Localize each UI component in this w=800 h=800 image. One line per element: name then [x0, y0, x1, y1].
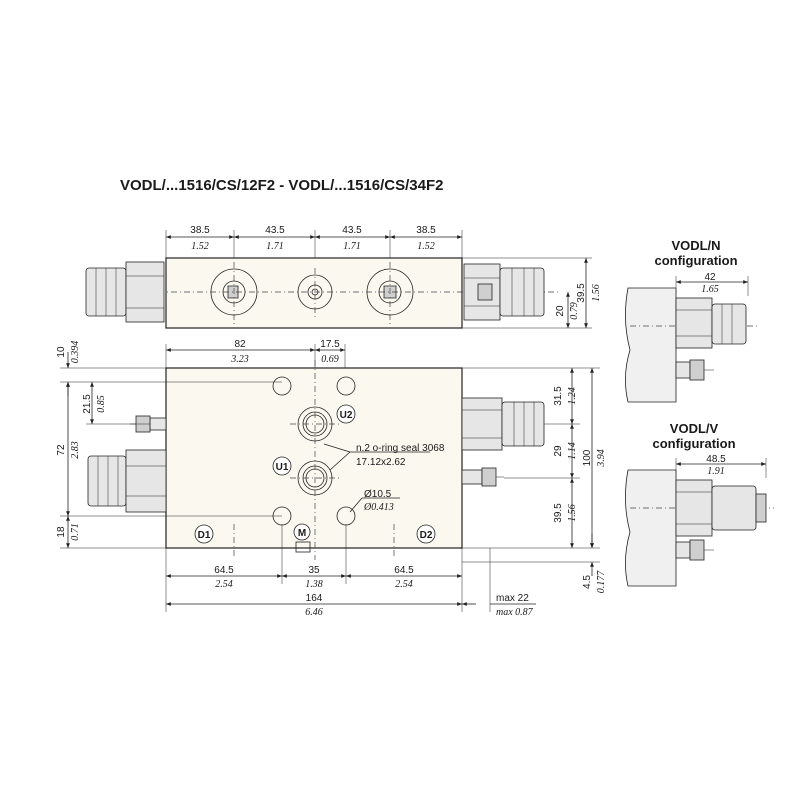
top-view: 38.5 1.52 43.5 1.71 43.5 1.71 38.5 1.52 — [85, 225, 602, 329]
top-right-dim-1-in: 0.79 — [569, 302, 580, 320]
cartridge-right-top — [463, 263, 545, 321]
top-right-dim-2-mm: 39.5 — [576, 283, 587, 303]
left-dim-2-in: 0.85 — [96, 395, 107, 413]
bottom-dim-2-in: 1.38 — [305, 579, 323, 590]
front-view: 82 3.23 17.5 0.69 U2 U1 D1 D2 M — [56, 339, 607, 618]
config-v-title-2: configuration — [652, 436, 735, 451]
cartridge-left-front — [87, 449, 167, 513]
front-top-dim-2-mm: 17.5 — [320, 339, 340, 350]
config-n-title-1: VODL/N — [671, 238, 720, 253]
top-dim-2-mm: 43.5 — [265, 225, 285, 236]
mount-hole-top-left — [272, 376, 292, 396]
right-dim-3-in: 1.56 — [567, 504, 578, 522]
top-dim-1-in: 1.52 — [191, 241, 209, 252]
right-dim-4-mm: 100 — [582, 449, 593, 466]
label-u2: U2 — [340, 410, 353, 421]
config-n-dim-mm: 42 — [704, 272, 716, 283]
drawing-title: VODL/...1516/CS/12F2 - VODL/...1516/CS/3… — [120, 177, 443, 194]
front-top-dim-1-mm: 82 — [234, 339, 246, 350]
top-dim-4-in: 1.52 — [417, 241, 435, 252]
overall-width-in: 6.46 — [305, 607, 323, 618]
overall-width-mm: 164 — [306, 593, 323, 604]
left-dim-4-in: 0.71 — [70, 523, 81, 541]
left-dim-1-mm: 10 — [56, 346, 67, 358]
right-dim-2-mm: 29 — [553, 445, 564, 457]
right-dim-5-in: 0.177 — [596, 570, 607, 594]
bottom-dim-1-in: 2.54 — [215, 579, 233, 590]
max-depth-mm: max 22 — [496, 593, 529, 604]
config-n-dim-in: 1.65 — [701, 284, 719, 295]
right-dim-1-mm: 31.5 — [553, 386, 564, 406]
left-dim-1-in: 0.394 — [70, 341, 81, 364]
right-dim-3-mm: 39.5 — [553, 503, 564, 523]
hole-note-line1: Ø10.5 — [364, 489, 392, 500]
left-dim-3-mm: 72 — [56, 444, 67, 456]
valve-block-top — [165, 257, 463, 329]
bottom-dim-2-mm: 35 — [308, 565, 320, 576]
hole-note-line2: Ø0.413 — [363, 502, 394, 513]
label-d2: D2 — [420, 530, 433, 541]
left-dim-2-mm: 21.5 — [82, 394, 93, 414]
right-dim-2-in: 1.14 — [567, 442, 578, 460]
bottom-dim-3-in: 2.54 — [395, 579, 413, 590]
bottom-dim-3-mm: 64.5 — [394, 565, 414, 576]
label-d1: D1 — [198, 530, 211, 541]
screw-right-lower — [461, 467, 504, 487]
top-dim-3-mm: 43.5 — [342, 225, 362, 236]
config-v-dim-mm: 48.5 — [706, 454, 726, 465]
label-m: M — [298, 528, 306, 539]
oring-note-line1: n.2 o-ring seal 3068 — [356, 443, 445, 454]
bottom-dim-1-mm: 64.5 — [214, 565, 234, 576]
valve-block-front — [165, 367, 463, 549]
left-dim-4-mm: 18 — [56, 526, 67, 538]
top-dim-3-in: 1.71 — [343, 241, 361, 252]
top-dim-4-mm: 38.5 — [416, 225, 436, 236]
config-n: VODL/N configuration 42 1.65 — [625, 238, 760, 403]
oring-note-line2: 17.12x2.62 — [356, 457, 406, 468]
left-dim-3-in: 2.83 — [70, 441, 81, 459]
front-top-dim-2-in: 0.69 — [321, 354, 339, 365]
label-u1: U1 — [276, 462, 289, 473]
right-dim-1-in: 1.24 — [567, 387, 578, 405]
cartridge-left-top — [85, 261, 165, 323]
top-dim-2-in: 1.71 — [266, 241, 284, 252]
right-dim-5-mm: 4.5 — [582, 575, 593, 589]
right-dim-4-in: 3.94 — [596, 449, 607, 468]
max-depth-in: max 0.87 — [496, 607, 534, 618]
top-dim-1-mm: 38.5 — [190, 225, 210, 236]
mount-hole-top-right — [336, 376, 356, 396]
top-right-dim-1-mm: 20 — [555, 305, 566, 317]
top-right-dim-2-in: 1.56 — [591, 284, 602, 302]
config-v: VODL/V configuration 48.5 1.91 — [625, 421, 774, 587]
config-n-title-2: configuration — [654, 253, 737, 268]
config-v-dim-in: 1.91 — [707, 466, 725, 477]
front-top-dim-1-in: 3.23 — [230, 354, 249, 365]
cartridge-right-front — [461, 397, 545, 451]
config-v-title-1: VODL/V — [670, 421, 719, 436]
